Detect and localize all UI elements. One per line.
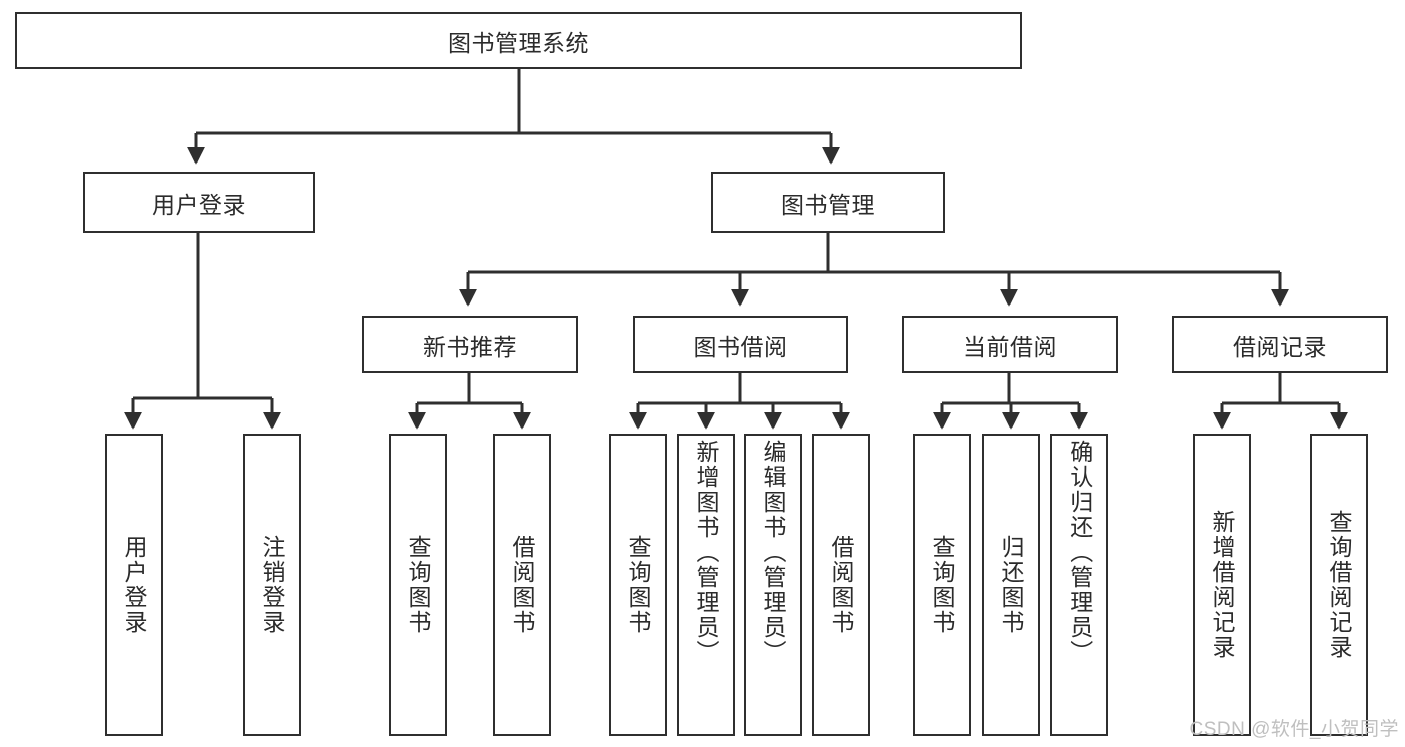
node-current-borrow[interactable]: 当前借阅 [902,316,1118,373]
leaf-user-login-signout[interactable]: 注销登录 [243,434,301,736]
leaf-book-borrow-edit[interactable]: 编辑图书（管理员） [744,434,802,736]
watermark: CSDN @软件_小贺同学 [1189,719,1399,740]
node-new-book-recommend[interactable]: 新书推荐 [362,316,578,373]
leaf-current-borrow-return[interactable]: 归还图书 [982,434,1040,736]
leaf-current-borrow-confirm-return[interactable]: 确认归还（管理员） [1050,434,1108,736]
leaf-current-borrow-query[interactable]: 查询图书 [913,434,971,736]
node-book-management[interactable]: 图书管理 [711,172,945,233]
leaf-book-borrow-add[interactable]: 新增图书（管理员） [677,434,735,736]
node-root[interactable]: 图书管理系统 [15,12,1022,69]
node-book-borrow[interactable]: 图书借阅 [633,316,848,373]
leaf-label: 确认归还（管理员） [1066,440,1093,665]
leaf-borrow-record-add[interactable]: 新增借阅记录 [1193,434,1251,736]
leaf-user-login-signin[interactable]: 用户登录 [105,434,163,736]
leaf-book-borrow-query[interactable]: 查询图书 [609,434,667,736]
node-borrow-record[interactable]: 借阅记录 [1172,316,1388,373]
leaf-new-book-query[interactable]: 查询图书 [389,434,447,736]
leaf-book-borrow-lend[interactable]: 借阅图书 [812,434,870,736]
leaf-borrow-record-query[interactable]: 查询借阅记录 [1310,434,1368,736]
leaf-new-book-borrow[interactable]: 借阅图书 [493,434,551,736]
node-user-login[interactable]: 用户登录 [83,172,315,233]
